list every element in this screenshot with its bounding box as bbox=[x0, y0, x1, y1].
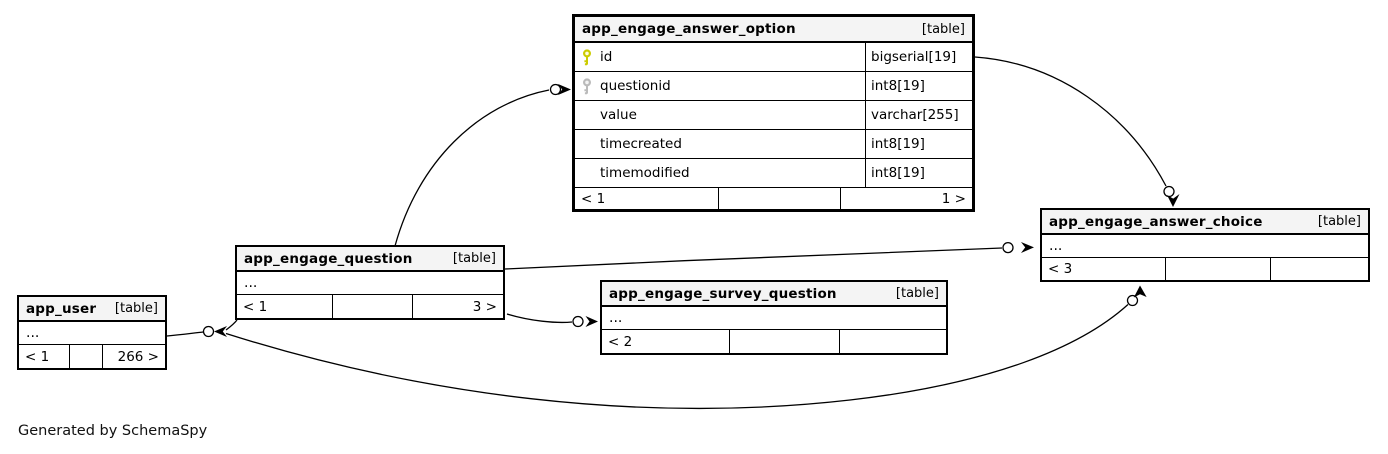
cardinality-circle bbox=[202, 325, 215, 338]
table-title: app_user bbox=[26, 300, 97, 317]
columns-ellipsis: ... bbox=[19, 322, 165, 345]
footer-left: < 3 bbox=[1048, 261, 1073, 277]
column-row-id: id bigserial[19] bbox=[575, 43, 972, 72]
relationship-question-answerchoice bbox=[504, 241, 1034, 270]
table-title: app_engage_answer_option bbox=[582, 21, 796, 37]
table-app-engage-answer-choice[interactable]: app_engage_answer_choice [table] ... < 3 bbox=[1040, 208, 1370, 282]
table-type-badge: [table] bbox=[1317, 214, 1361, 229]
table-footer: < 1 3 > bbox=[237, 295, 503, 318]
footer-middle bbox=[729, 330, 839, 353]
table-type-badge: [table] bbox=[921, 21, 965, 37]
cardinality-circle bbox=[549, 83, 562, 96]
table-title: app_engage_question bbox=[244, 250, 413, 267]
column-row-value: value varchar[255] bbox=[575, 101, 972, 130]
column-name: id bbox=[600, 49, 613, 65]
table-header[interactable]: app_user [table] bbox=[19, 297, 165, 322]
foreign-key-icon bbox=[581, 77, 593, 95]
table-footer: < 2 bbox=[602, 330, 946, 353]
cardinality-circle bbox=[1126, 294, 1139, 307]
table-header[interactable]: app_engage_survey_question [table] bbox=[602, 282, 946, 307]
table-title: app_engage_survey_question bbox=[609, 285, 837, 302]
footer-left: < 1 bbox=[25, 348, 50, 365]
table-type-badge: [table] bbox=[114, 301, 158, 316]
footer-left: < 1 bbox=[581, 190, 606, 207]
relationship-question-surveyquestion bbox=[506, 313, 598, 328]
columns-ellipsis: ... bbox=[237, 272, 503, 295]
column-type: varchar[255] bbox=[865, 101, 972, 129]
arrowhead-icon bbox=[558, 84, 571, 95]
footer-middle bbox=[332, 295, 412, 318]
footer-right: 3 > bbox=[412, 295, 503, 318]
footer-right bbox=[1270, 258, 1368, 280]
footer-left: < 2 bbox=[608, 333, 633, 350]
cardinality-circle bbox=[1163, 185, 1175, 198]
columns-ellipsis: ... bbox=[602, 307, 946, 330]
column-name: timecreated bbox=[600, 136, 682, 152]
arrowhead-icon bbox=[1021, 242, 1034, 253]
arrowhead-icon bbox=[1133, 285, 1147, 298]
column-name: value bbox=[600, 107, 637, 123]
table-footer: < 1 1 > bbox=[575, 188, 972, 209]
key-icon-spacer bbox=[581, 165, 593, 182]
table-type-badge: [table] bbox=[895, 286, 939, 301]
relationship-question-answeroption bbox=[394, 83, 571, 247]
table-app-user[interactable]: app_user [table] ... < 1 266 > bbox=[17, 295, 167, 370]
footer-right: 1 > bbox=[840, 188, 972, 209]
column-row-timemodified: timemodified int8[19] bbox=[575, 159, 972, 188]
generator-credit: Generated by SchemaSpy bbox=[18, 423, 208, 439]
footer-left: < 1 bbox=[243, 298, 268, 315]
table-app-engage-survey-question[interactable]: app_engage_survey_question [table] ... <… bbox=[600, 280, 948, 355]
table-app-engage-question[interactable]: app_engage_question [table] ... < 1 3 > bbox=[235, 245, 505, 320]
column-type: bigserial[19] bbox=[865, 43, 972, 71]
column-name: questionid bbox=[600, 78, 671, 94]
table-footer: < 3 bbox=[1042, 258, 1368, 280]
arrowhead-icon bbox=[1167, 194, 1180, 207]
table-app-engage-answer-option[interactable]: app_engage_answer_option [table] id bigs… bbox=[572, 14, 975, 212]
cardinality-circle bbox=[572, 315, 584, 328]
table-type-badge: [table] bbox=[452, 251, 496, 266]
arrowhead-icon bbox=[585, 316, 598, 327]
relationship-answeroption-answerchoice bbox=[974, 56, 1180, 207]
footer-right: 266 > bbox=[102, 345, 165, 368]
table-header[interactable]: app_engage_question [table] bbox=[237, 247, 503, 272]
column-name: timemodified bbox=[600, 165, 690, 181]
column-type: int8[19] bbox=[865, 130, 972, 158]
column-row-questionid: questionid int8[19] bbox=[575, 72, 972, 101]
table-header[interactable]: app_engage_answer_option [table] bbox=[575, 17, 972, 43]
primary-key-icon bbox=[581, 48, 593, 66]
footer-middle bbox=[69, 345, 102, 368]
footer-right bbox=[839, 330, 946, 353]
column-type: int8[19] bbox=[865, 72, 972, 100]
column-type: int8[19] bbox=[865, 159, 972, 187]
relationship-answerchoice-appuser-end bbox=[1126, 285, 1147, 307]
table-footer: < 1 266 > bbox=[19, 345, 165, 368]
arrowhead-icon bbox=[214, 326, 227, 337]
footer-middle bbox=[1165, 258, 1270, 280]
key-icon-spacer bbox=[581, 107, 593, 124]
cardinality-circle bbox=[1002, 241, 1014, 254]
table-title: app_engage_answer_choice bbox=[1049, 213, 1263, 230]
footer-middle bbox=[718, 188, 840, 209]
columns-ellipsis: ... bbox=[1042, 235, 1368, 258]
column-row-timecreated: timecreated int8[19] bbox=[575, 130, 972, 159]
table-header[interactable]: app_engage_answer_choice [table] bbox=[1042, 210, 1368, 235]
key-icon-spacer bbox=[581, 136, 593, 153]
